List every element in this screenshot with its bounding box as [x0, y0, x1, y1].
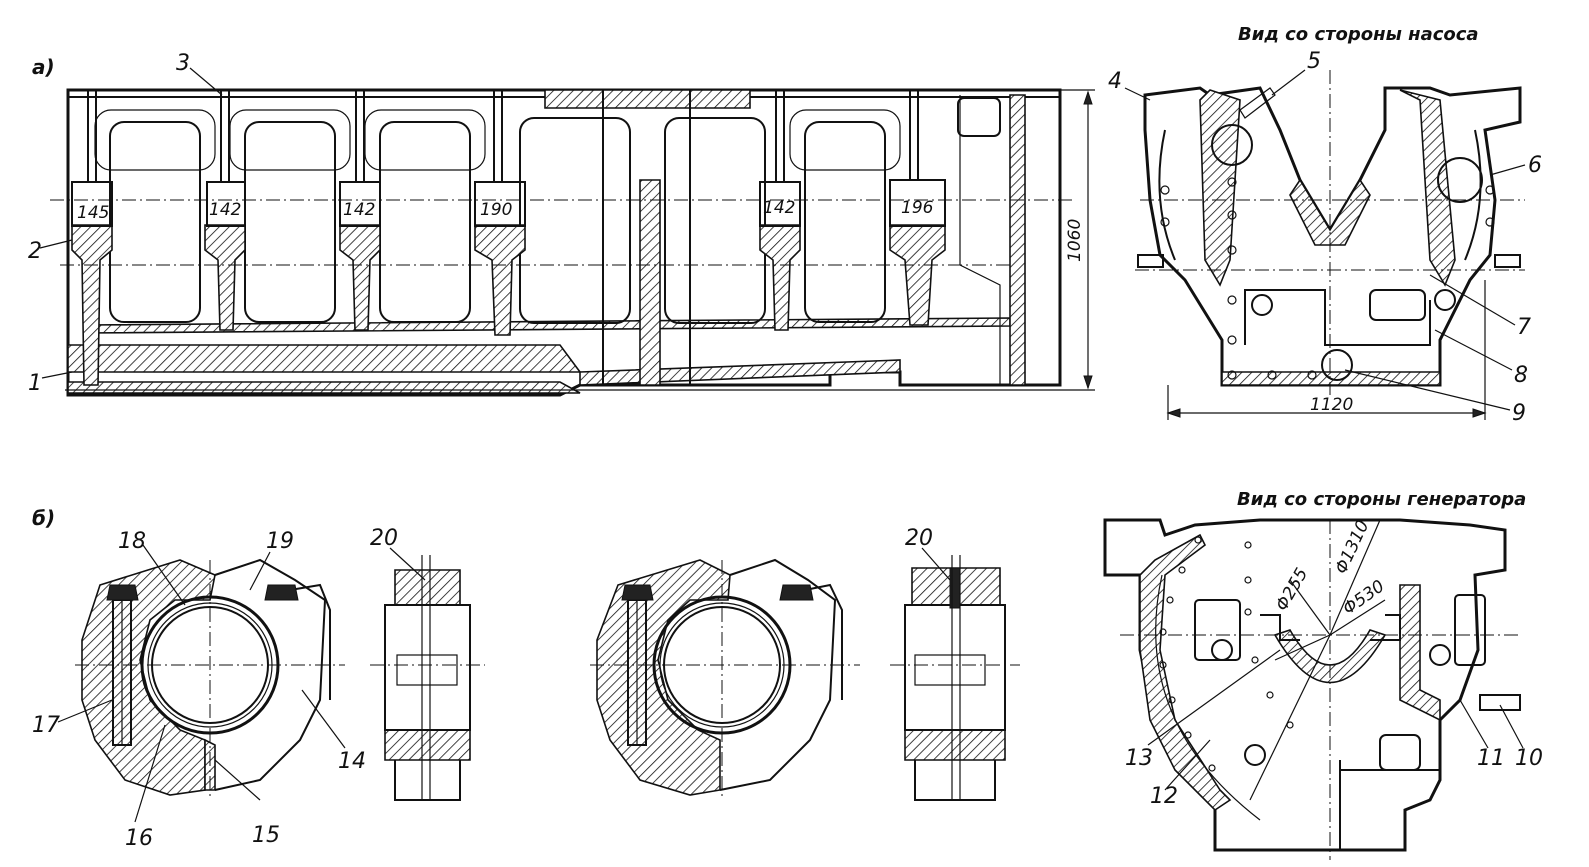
flange-holes [1159, 536, 1294, 772]
label-7: 7 [1517, 315, 1531, 340]
panel-a-letter: а) [32, 55, 55, 79]
main-bearing-detail-2 [590, 558, 860, 800]
dim-142-b: 142 [343, 200, 375, 220]
dim-1060: 1060 [1065, 219, 1085, 262]
label-11: 11 [1477, 746, 1505, 771]
main-bearing-detail-1 [57, 544, 346, 823]
panel-b-letter: б) [32, 506, 55, 530]
label-19: 19 [266, 529, 294, 554]
label-18: 18 [118, 529, 146, 554]
label-16: 16 [125, 826, 153, 851]
label-6: 6 [1528, 153, 1542, 178]
label-8: 8 [1514, 363, 1528, 388]
dim-142-a: 142 [209, 200, 241, 220]
label-10: 10 [1515, 746, 1543, 771]
dim-d1310: Φ1310 [1331, 517, 1373, 577]
generator-view-title: Вид со стороны генератора [1237, 489, 1526, 510]
label-5: 5 [1307, 49, 1321, 74]
label-14: 14 [338, 749, 366, 774]
dim-142-c: 142 [763, 198, 795, 218]
label-20-b: 20 [905, 526, 933, 551]
dim-1120: 1120 [1310, 395, 1353, 415]
label-15: 15 [252, 823, 280, 848]
pump-view-title: Вид со стороны насоса [1238, 24, 1479, 45]
bearing-caps [71, 179, 946, 227]
label-1: 1 [28, 371, 42, 396]
label-2: 2 [28, 239, 42, 264]
main-bearing-posts [71, 179, 946, 386]
label-3: 3 [176, 51, 190, 76]
pump-side-end-view [1124, 69, 1526, 420]
vertical-studs [87, 90, 919, 385]
bearing-side-section-1 [370, 547, 485, 801]
label-4: 4 [1108, 69, 1122, 94]
bolt-holes [1160, 177, 1495, 380]
dim-d255: Φ255 [1272, 565, 1312, 615]
label-12: 12 [1150, 784, 1178, 809]
label-20-a: 20 [370, 526, 398, 551]
crankcase-longitudinal-section [39, 67, 1095, 397]
dim-190: 190 [480, 200, 512, 220]
label-9: 9 [1512, 401, 1526, 426]
dim-196: 196 [901, 198, 934, 218]
label-17: 17 [32, 713, 60, 738]
generator-side-end-view [1103, 518, 1524, 860]
label-13: 13 [1125, 746, 1153, 771]
bearing-side-section-2 [890, 547, 1020, 801]
dim-d530: Φ530 [1339, 576, 1388, 619]
dim-145: 145 [77, 203, 109, 223]
